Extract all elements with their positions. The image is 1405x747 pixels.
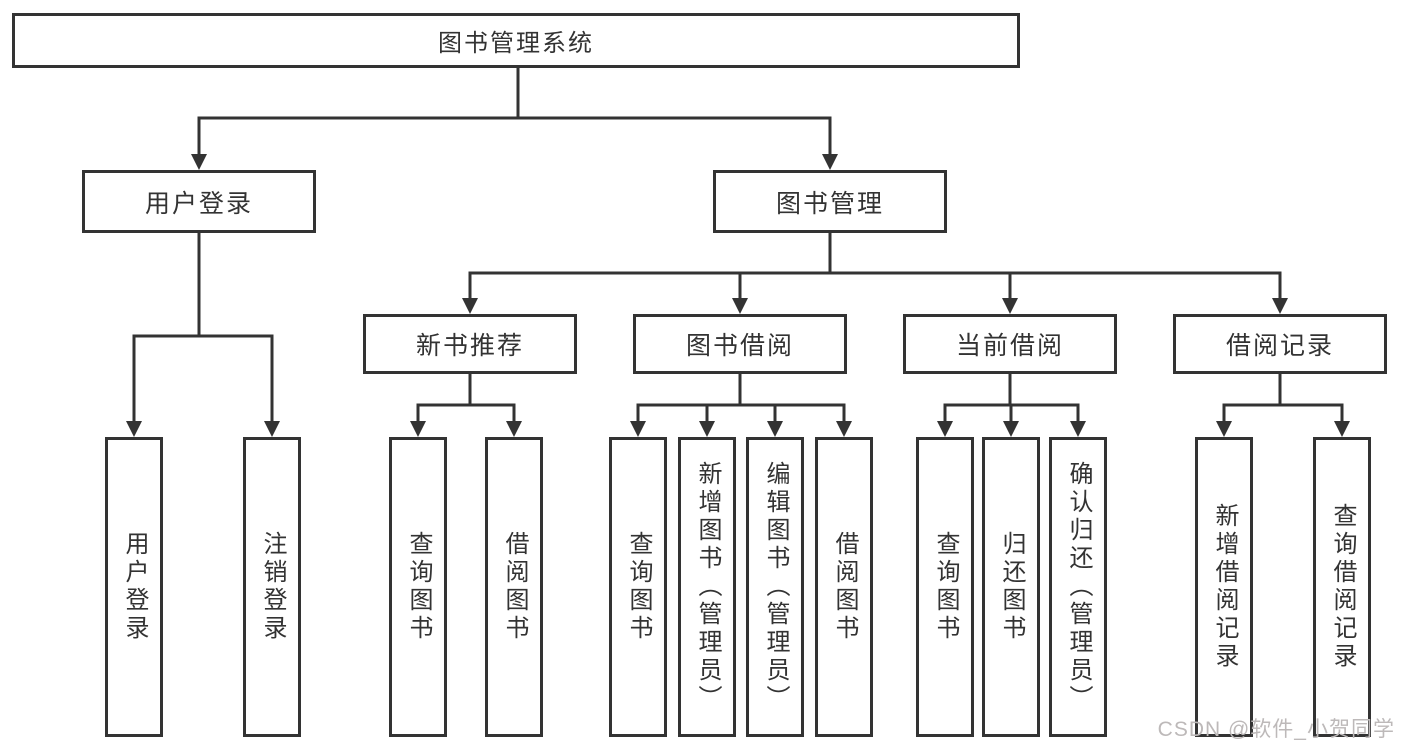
leaf-borrow-book-2: 借阅图书 [815,437,873,737]
leaf-query-book-2: 查询图书 [609,437,667,737]
leaf-label: 归还图书 [998,531,1025,643]
leaf-label: 查询图书 [932,531,959,643]
leaf-edit-book-admin: 编辑图书（管理员） [746,437,804,737]
leaf-label: 编辑图书（管理员） [762,461,789,713]
connector-borrow-records [1216,372,1350,437]
node-new-book-recommend: 新书推荐 [363,314,577,374]
node-current-borrow: 当前借阅 [903,314,1117,374]
leaf-label: 确认归还（管理员） [1065,461,1092,713]
csdn-watermark: CSDN @软件_小贺同学 [1157,718,1395,741]
connector-root [191,66,838,170]
node-book-borrow: 图书借阅 [633,314,847,374]
leaf-query-book-3: 查询图书 [916,437,974,737]
leaf-label: 新增借阅记录 [1211,503,1238,671]
connector-book-management [462,231,1288,314]
node-root-system: 图书管理系统 [12,13,1020,68]
leaf-user-login: 用户登录 [105,437,163,737]
node-book-management: 图书管理 [713,170,947,233]
leaf-add-book-admin: 新增图书（管理员） [678,437,736,737]
connector-current-borrow [937,372,1086,437]
leaf-confirm-return-admin: 确认归还（管理员） [1049,437,1107,737]
leaf-logout: 注销登录 [243,437,301,737]
leaf-label: 查询图书 [625,531,652,643]
leaf-label: 注销登录 [259,531,286,643]
leaf-label: 查询图书 [405,531,432,643]
connector-new-book-recommend [410,372,522,437]
leaf-label: 借阅图书 [501,531,528,643]
leaf-query-book-1: 查询图书 [389,437,447,737]
node-user-login: 用户登录 [82,170,316,233]
connector-user-login [126,231,280,437]
leaf-label: 用户登录 [121,531,148,643]
leaf-add-borrow-record: 新增借阅记录 [1195,437,1253,737]
connector-book-borrow [630,372,852,437]
leaf-label: 查询借阅记录 [1329,503,1356,671]
node-borrow-records: 借阅记录 [1173,314,1387,374]
leaf-borrow-book-1: 借阅图书 [485,437,543,737]
leaf-label: 借阅图书 [831,531,858,643]
leaf-return-book: 归还图书 [982,437,1040,737]
leaf-label: 新增图书（管理员） [694,461,721,713]
leaf-query-borrow-record: 查询借阅记录 [1313,437,1371,737]
